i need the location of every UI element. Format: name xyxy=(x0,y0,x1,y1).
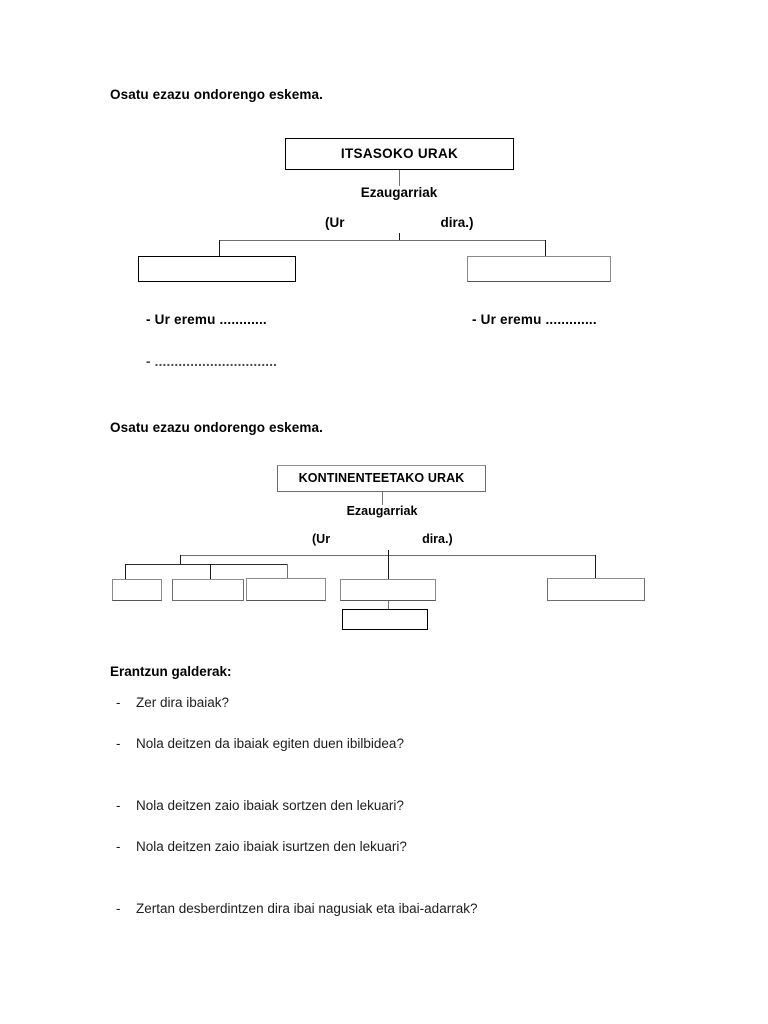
question-item-5: - Zertan desberdintzen dira ibai nagusia… xyxy=(116,901,477,917)
section-one-root-box[interactable]: ITSASOKO URAK xyxy=(285,138,514,170)
question-text-3: Nola deitzen zaio ibaiak sortzen den lek… xyxy=(136,798,404,813)
question-item-4: - Nola deitzen zaio ibaiak isurtzen den … xyxy=(116,839,407,855)
section-two-lower-drop-3 xyxy=(287,564,289,579)
question-text-5: Zertan desberdintzen dira ibai nagusiak … xyxy=(136,901,478,916)
section-two-lower-bus xyxy=(125,564,288,566)
section-one-right-drop xyxy=(545,240,547,256)
section-two-child-box-4[interactable] xyxy=(340,579,436,601)
question-text-2: Nola deitzen da ibaiak egiten duen ibilb… xyxy=(136,736,404,751)
section-one-fill-left-1[interactable]: - Ur eremu ............ xyxy=(146,312,267,327)
section-two-heading: Osatu ezazu ondorengo eskema. xyxy=(110,420,323,435)
question-bullet-5: - xyxy=(116,901,121,916)
section-two-paren-open: (Ur xyxy=(312,532,331,546)
section-one-center-stub xyxy=(399,233,401,241)
section-two-child-box-1[interactable] xyxy=(112,579,162,601)
section-two-sub-child-box[interactable] xyxy=(342,609,428,630)
section-two-subtitle: Ezaugarriak xyxy=(346,504,418,518)
section-one-left-drop xyxy=(219,240,221,256)
question-item-3: - Nola deitzen zaio ibaiak sortzen den l… xyxy=(116,798,404,814)
section-one-fill-left-2[interactable]: - ............................... xyxy=(146,354,278,369)
section-one-horizontal-bus xyxy=(219,240,546,242)
section-two-right-drop xyxy=(595,555,597,579)
section-two-root-box[interactable]: KONTINENTEETAKO URAK xyxy=(277,465,486,492)
section-two-child-box-5[interactable] xyxy=(547,578,645,601)
section-two-child-box-2[interactable] xyxy=(172,579,244,601)
question-item-2: - Nola deitzen da ibaiak egiten duen ibi… xyxy=(116,736,404,752)
question-bullet-4: - xyxy=(116,839,121,854)
section-one-root-stem xyxy=(399,170,401,186)
section-two-lower-drop-2 xyxy=(210,564,212,579)
section-one-paren-open: (Ur xyxy=(325,215,345,230)
question-item-1: - Zer dira ibaiak? xyxy=(116,695,229,711)
section-two-upper-bus-left-drop xyxy=(180,555,182,565)
section-one-paren-close: dira.) xyxy=(440,215,474,230)
question-text-4: Nola deitzen zaio ibaiak isurtzen den le… xyxy=(136,839,407,854)
section-two-center-drop xyxy=(388,550,390,579)
section-one-paren-row: (Ur dira.) xyxy=(325,215,474,230)
section-one-child-box-2[interactable] xyxy=(467,256,611,282)
section-one-root-box-label: ITSASOKO URAK xyxy=(340,146,459,162)
section-one-child-box-1[interactable] xyxy=(138,256,296,282)
question-bullet-3: - xyxy=(116,798,121,813)
section-two-root-box-label: KONTINENTEETAKO URAK xyxy=(298,471,465,486)
question-bullet-2: - xyxy=(116,736,121,751)
section-two-child-box-3[interactable] xyxy=(246,578,326,601)
questions-heading: Erantzun galderak: xyxy=(110,664,232,679)
section-one-subtitle: Ezaugarriak xyxy=(360,185,438,200)
section-two-root-stem xyxy=(382,492,384,505)
section-two-paren-close: dira.) xyxy=(422,532,453,546)
section-two-subchild-connector xyxy=(388,601,390,609)
question-text-1: Zer dira ibaiak? xyxy=(136,695,230,710)
section-two-paren-row: (Ur dira.) xyxy=(312,532,453,546)
section-two-lower-drop-1 xyxy=(125,564,127,579)
question-bullet-1: - xyxy=(116,695,121,710)
section-one-heading: Osatu ezazu ondorengo eskema. xyxy=(110,87,323,102)
section-one-fill-right-1[interactable]: - Ur eremu ............. xyxy=(472,312,597,327)
